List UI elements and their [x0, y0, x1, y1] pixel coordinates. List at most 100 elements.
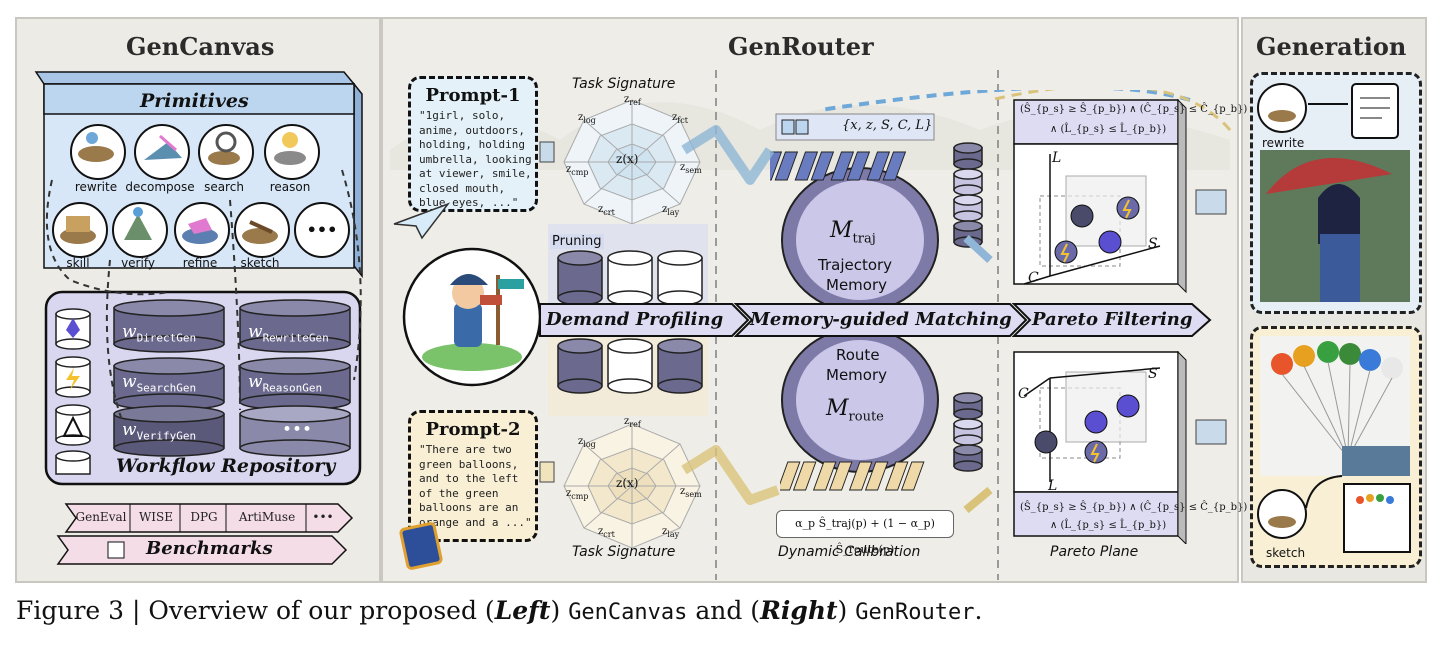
- radar-axis-crt-top: zcrt: [598, 204, 615, 217]
- workflow-rewritegen[interactable]: wRewriteGen: [248, 322, 329, 344]
- primitive-label-verify: verify: [121, 256, 155, 270]
- radar-axis-log-bottom: zlog: [578, 436, 596, 449]
- pareto-cube-bottom: [1013, 350, 1187, 544]
- workflow-more[interactable]: •••: [282, 420, 313, 440]
- prompt-1-title: Prompt-1: [425, 85, 521, 106]
- workflow-reasongen[interactable]: wReasonGen: [248, 372, 322, 394]
- radar-z: z: [624, 94, 630, 105]
- primitive-label-reason: reason: [269, 180, 311, 194]
- pruning-cylinders: [548, 224, 708, 416]
- radar-axis-cmp-top: zcmp: [566, 164, 588, 177]
- caption-mid3: ): [837, 596, 856, 625]
- route-vectors: [780, 461, 925, 491]
- benchmarks-title: Benchmarks: [146, 538, 273, 559]
- benchmark-artimuse[interactable]: ArtiMuse: [238, 510, 296, 524]
- primitive-label-decompose: decompose: [125, 180, 195, 194]
- workflow-entry-verifygen: VerifyGen: [136, 429, 197, 443]
- radar-axis-sem-top: zsem: [680, 162, 702, 175]
- radar-sub-lay: lay: [667, 530, 680, 539]
- caption-prefix: Figure 3 | Overview of our proposed (: [16, 596, 495, 625]
- task-signature-radar-top: [563, 99, 701, 225]
- pruning-label: Pruning: [550, 234, 604, 249]
- generation-title: Generation: [1256, 32, 1407, 61]
- radar-sub-cmp: cmp: [571, 492, 589, 501]
- route-memory-label-1: Route: [836, 346, 880, 364]
- traj-memory-symbol: Mtraj: [830, 218, 876, 246]
- calibration-formula: α_p Ŝ_traj(p) + (1 − α_p) Ŝ_route(p): [795, 517, 935, 556]
- primitive-label-search: search: [204, 180, 244, 194]
- primitive-label-rewrite: rewrite: [74, 180, 118, 194]
- radar-sub-log: log: [583, 116, 596, 125]
- stage-memory-guided-matching[interactable]: Memory-guided Matching: [750, 309, 1012, 330]
- caption-genrouter: GenRouter: [855, 600, 975, 625]
- generation-top-visuals: [1257, 83, 1410, 302]
- route-m: M: [826, 396, 849, 421]
- radar-sub-crt: crt: [603, 530, 615, 539]
- candidate-stack-bottom: [953, 392, 983, 472]
- prompt-2-text: "There are two green balloons, and to th…: [419, 443, 532, 529]
- caption-gencanvas: GenCanvas: [568, 600, 688, 625]
- route-sub: route: [848, 409, 884, 425]
- stage-pareto-filtering[interactable]: Pareto Filtering: [1032, 309, 1193, 330]
- task-signature-label-bottom: Task Signature: [572, 544, 676, 560]
- benchmark-more[interactable]: •••: [312, 510, 334, 524]
- radar-sub-crt: crt: [603, 208, 615, 217]
- prompt-2-title: Prompt-2: [425, 419, 521, 440]
- workflow-entry-rewritegen: RewriteGen: [262, 331, 329, 345]
- primitive-label-skill: skill: [66, 256, 90, 270]
- radar-z: z: [566, 164, 572, 175]
- primitive-label-sketch: sketch: [240, 256, 280, 270]
- radar-z: z: [680, 162, 686, 173]
- traj-sub: traj: [852, 231, 876, 247]
- pareto-cond-top-2: ∧ (L̂_{p_s} ≤ L̂_{p_b}): [1050, 124, 1167, 135]
- more-primitives-icon[interactable]: •••: [294, 202, 350, 258]
- benchmark-geneval[interactable]: GenEval: [75, 510, 127, 524]
- radar-z: z: [566, 488, 572, 499]
- radar-sub-ref: ref: [629, 420, 641, 429]
- workflow-searchgen[interactable]: wSearchGen: [122, 372, 196, 394]
- benchmark-dpg[interactable]: DPG: [190, 510, 218, 524]
- pareto-axis-L-bottom: L: [1048, 478, 1058, 494]
- prompt-1-box[interactable]: Prompt-1 "1girl, solo, anime, outdoors, …: [408, 76, 538, 212]
- benchmarks-banner: [56, 503, 354, 565]
- task-signature-label-top: Task Signature: [572, 76, 676, 92]
- stage-demand-profiling[interactable]: Demand Profiling: [546, 309, 724, 330]
- pareto-axis-S-top: S: [1148, 236, 1158, 252]
- benchmark-wise[interactable]: WISE: [138, 510, 174, 524]
- w-symbol: w: [248, 372, 263, 392]
- radar-sub-log: log: [583, 440, 596, 449]
- generation-bottom-visuals: [1257, 336, 1411, 553]
- radar-sub-ref: ref: [629, 98, 641, 107]
- trajectory-vectors: [770, 113, 935, 181]
- memory-blob: [781, 167, 939, 473]
- memory-tuple: {x, z, S, C, L}: [842, 118, 933, 133]
- radar-axis-cmp-bottom: zcmp: [566, 488, 588, 501]
- radar-z: z: [662, 204, 668, 215]
- radar-sub-lay: lay: [667, 208, 680, 217]
- radar-axis-ref-top: zref: [624, 94, 641, 107]
- caption-mid1: ): [550, 596, 569, 625]
- radar-axis-crt-bottom: zcrt: [598, 526, 615, 539]
- prompt-2-box[interactable]: Prompt-2 "There are two green balloons, …: [408, 410, 538, 542]
- route-memory-label-2: Memory: [826, 366, 888, 384]
- radar-center-bottom: z(x): [616, 476, 639, 490]
- generation-top-tool-label: rewrite: [1262, 136, 1305, 150]
- caption-end: .: [974, 596, 983, 625]
- stage-banner: [539, 303, 1212, 337]
- pareto-axis-C-bottom: C: [1018, 386, 1029, 402]
- radar-sub-sem: sem: [685, 166, 702, 175]
- radar-z: z: [624, 416, 630, 427]
- pareto-cond-top-1: (Ŝ_{p_s} ≥ Ŝ_{p_b}) ∧ (Ĉ_{p_s} ≤ Ĉ_{p_b}…: [1020, 104, 1248, 115]
- pareto-plane-label: Pareto Plane: [1050, 544, 1139, 560]
- calibration-formula-box: α_p Ŝ_traj(p) + (1 − α_p) Ŝ_route(p): [776, 510, 954, 556]
- generation-bottom-tool-label: sketch: [1266, 546, 1306, 560]
- prompt-1-text: "1girl, solo, anime, outdoors, holding, …: [419, 109, 532, 209]
- radar-sub-sem: sem: [685, 490, 702, 499]
- workflow-directgen[interactable]: wDirectGen: [122, 322, 196, 344]
- route-memory-symbol: Mroute: [826, 396, 884, 424]
- workflow-verifygen[interactable]: wVerifyGen: [122, 420, 196, 442]
- primitive-label-refine: refine: [182, 256, 218, 270]
- radar-z: z: [598, 526, 604, 537]
- radar-z: z: [578, 112, 584, 123]
- traj-m: M: [830, 218, 853, 243]
